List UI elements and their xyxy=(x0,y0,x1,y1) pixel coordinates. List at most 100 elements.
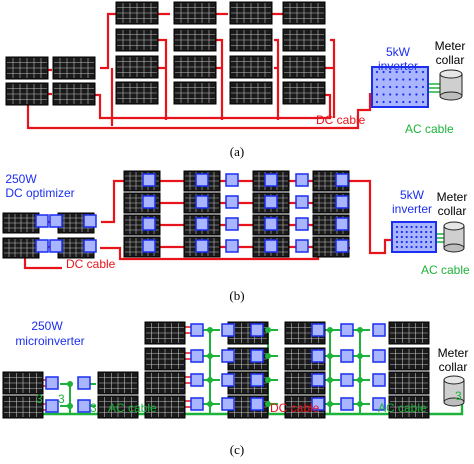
inverter-texture-dot xyxy=(410,225,413,229)
inverter-box xyxy=(391,221,437,253)
ac-junction xyxy=(67,403,73,409)
inverter-texture-dot xyxy=(425,235,428,239)
microinverter xyxy=(372,397,386,411)
dc-wire-b xyxy=(349,179,392,255)
inverter-texture-dot xyxy=(405,225,408,229)
inverter-texture-dot xyxy=(420,240,423,244)
meter-top xyxy=(439,69,463,79)
solar-panel xyxy=(388,371,430,395)
inverter-texture-dot xyxy=(410,235,413,239)
meter-collar-c xyxy=(443,375,465,407)
inverter-texture-dot xyxy=(375,78,379,81)
inverter-texture-dot xyxy=(420,225,423,229)
dc-cable-label-b: DC cable xyxy=(66,257,116,271)
inverter-texture-dot xyxy=(400,240,403,244)
microinverter xyxy=(190,373,204,387)
solar-panel xyxy=(229,81,273,105)
meter-collar-b xyxy=(443,221,465,253)
dc-optimizer xyxy=(142,239,156,253)
microinverter xyxy=(311,349,325,363)
dc-wire-a xyxy=(95,93,332,120)
dc-cable-label-c: DC cable xyxy=(270,401,320,415)
solar-panel xyxy=(282,28,326,52)
dc-optimizer xyxy=(264,173,278,187)
dc-optimizer xyxy=(142,173,156,187)
inverter-texture-dot xyxy=(415,225,418,229)
solar-panel xyxy=(2,212,40,234)
inverter-texture-dot xyxy=(410,230,413,234)
inverter-texture-dot xyxy=(395,245,399,249)
microinverter xyxy=(372,373,386,387)
inverter-texture-dot xyxy=(405,235,408,239)
ac-junction xyxy=(357,327,363,333)
dc-wire-a xyxy=(100,12,283,70)
inverter-texture-dot xyxy=(421,93,425,96)
inverter-texture-dot xyxy=(395,93,398,96)
microinverter xyxy=(221,349,235,363)
wire-count-c-3: 3 xyxy=(90,401,97,415)
dc-optimizer xyxy=(35,214,49,228)
inverter-texture-dot xyxy=(375,70,379,74)
dc-wire-a xyxy=(48,68,52,96)
inverter-texture-dot xyxy=(408,100,411,104)
ac-cable-label-b: AC cable xyxy=(421,263,470,277)
ac-junction xyxy=(207,327,213,333)
microinverter xyxy=(372,349,386,363)
ac-junction xyxy=(327,401,333,407)
inverter-texture-dot xyxy=(375,93,379,96)
microinverter xyxy=(190,397,204,411)
dc-optimizer xyxy=(264,217,278,231)
dc-optimizer xyxy=(225,217,239,231)
ac-wire-b xyxy=(436,233,444,243)
inverter-texture-dot xyxy=(408,85,411,89)
subfigure-label-b: (b) xyxy=(229,288,244,303)
dc-optimizer xyxy=(295,195,309,209)
inverter-texture-dot xyxy=(408,70,411,74)
solar-panel xyxy=(115,1,159,25)
solar-panel xyxy=(388,395,430,419)
meter-top xyxy=(443,375,465,385)
dc-optimizer xyxy=(335,239,349,253)
dc-optimizer xyxy=(142,217,156,231)
microinverter xyxy=(311,323,325,337)
solar-panel xyxy=(97,371,139,395)
inverter-label-a-1: 5kW xyxy=(386,45,411,59)
inverter-texture-dot xyxy=(415,235,418,239)
meter-label-b-2: collar xyxy=(438,204,467,218)
ac-junction xyxy=(327,327,333,333)
inverter-texture-dot xyxy=(420,245,423,249)
microinverter xyxy=(221,323,235,337)
inverter-texture-dot xyxy=(395,235,399,239)
inverter-texture-dot xyxy=(395,78,398,81)
meter-collar-a xyxy=(439,69,463,101)
micro-label-c-1: 250W xyxy=(31,319,63,333)
microinverter xyxy=(311,373,325,387)
microinverter xyxy=(340,373,354,387)
inverter-texture-dot xyxy=(375,85,379,89)
ac-junction xyxy=(265,353,271,359)
inverter-texture-dot xyxy=(421,100,425,104)
inverter-texture-dot xyxy=(389,70,392,74)
ac-wire-a xyxy=(428,83,440,93)
dc-optimizer xyxy=(195,195,209,209)
solar-panel xyxy=(52,82,96,106)
inverter-texture-dot xyxy=(382,85,385,89)
inverter-texture-dot xyxy=(400,225,403,229)
inverter-texture-dot xyxy=(375,100,379,104)
micro-label-c-2: microinverter xyxy=(15,334,84,348)
dc-optimizer xyxy=(295,239,309,253)
inverter-texture-dot xyxy=(395,230,399,234)
inverter-texture-dot xyxy=(382,100,385,104)
inverter-texture-dot xyxy=(382,70,385,74)
inverter-texture-dot xyxy=(395,225,399,229)
inverter-texture-dot xyxy=(382,93,385,96)
dc-optimizer xyxy=(225,195,239,209)
microinverter xyxy=(250,323,264,337)
microinverter xyxy=(221,373,235,387)
inverter-texture-dot xyxy=(429,235,433,239)
subfigure-label-c: (c) xyxy=(230,442,244,457)
optimizer-label-b-1: 250W xyxy=(5,172,37,186)
microinverter xyxy=(311,397,325,411)
inverter-texture-dot xyxy=(402,93,405,96)
